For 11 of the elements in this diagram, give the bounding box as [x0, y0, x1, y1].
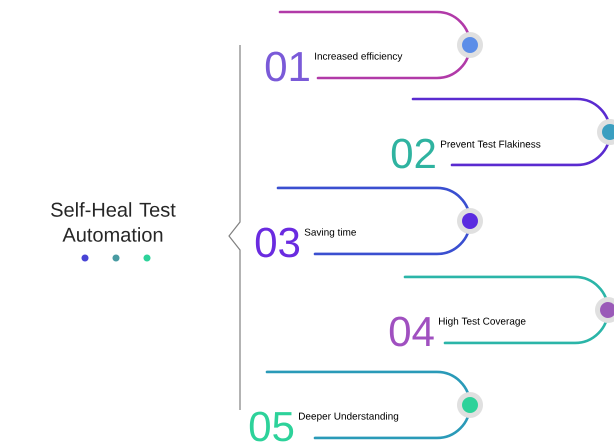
step-label: Deeper Understanding: [299, 412, 398, 422]
step-label: High Test Coverage: [439, 317, 526, 327]
step-number: 04: [390, 316, 434, 346]
step-number: 01: [266, 52, 309, 82]
step-label: Prevent Test Flakiness: [441, 140, 540, 148]
step-number: 03: [256, 228, 300, 258]
title: Self-Heal Test Automation: [51, 202, 176, 242]
step-label: Increased efficiency: [315, 52, 402, 62]
step-number: 02: [392, 138, 435, 168]
step-label: Saving time: [304, 228, 356, 238]
step-number: 05: [250, 412, 294, 442]
